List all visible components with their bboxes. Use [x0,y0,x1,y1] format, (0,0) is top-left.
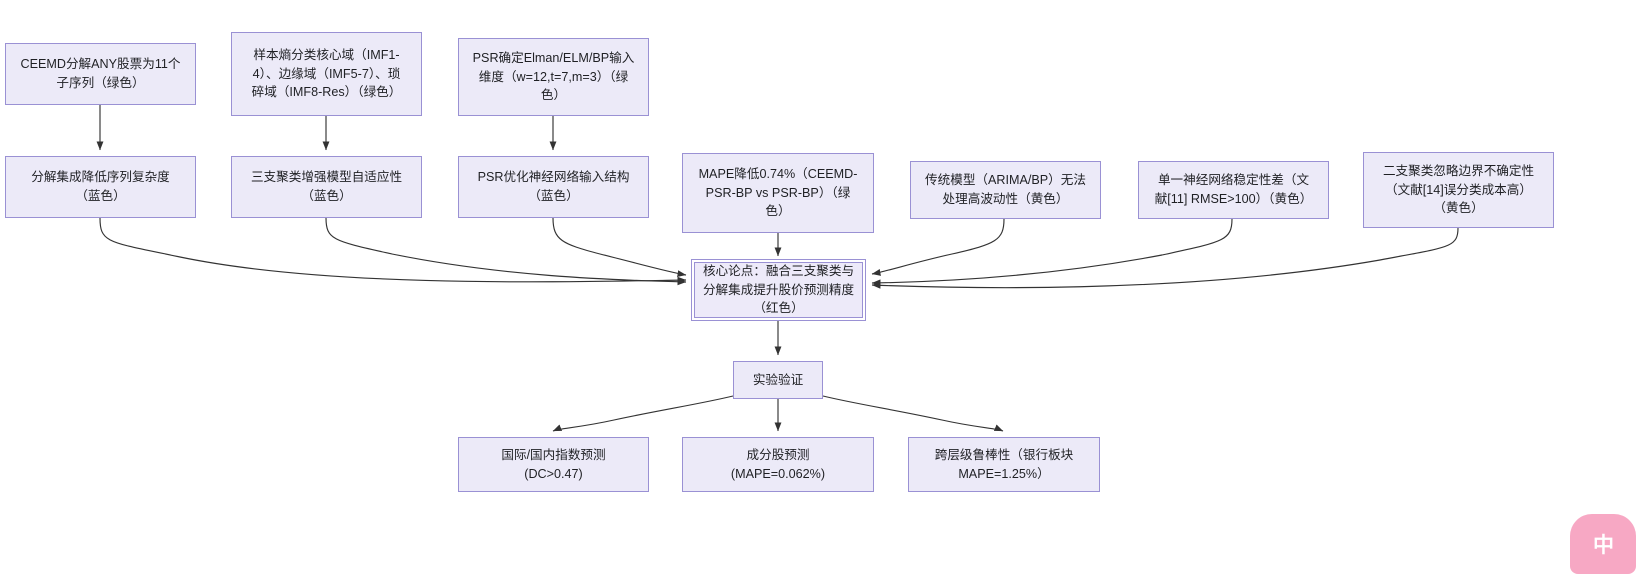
node-core-thesis[interactable]: 核心论点：融合三支聚类与 分解集成提升股价预测精度 （红色） [691,259,866,321]
edge-n6-core [552,217,687,278]
node-result-constituent-stock[interactable]: 成分股预测 (MAPE=0.062%) [682,437,874,492]
node-sample-entropy[interactable]: 样本熵分类核心域（IMF1- 4）、边缘域（IMF5-7）、琐 碎域（IMF8-… [231,32,422,116]
watermark-label: 中 [1593,534,1614,557]
watermark-badge: 中 [1570,514,1636,574]
edge-n5-core [325,217,687,286]
node-reduce-complexity[interactable]: 分解集成降低序列复杂度 （蓝色） [5,156,196,218]
edge-n4-core [99,217,687,284]
node-two-way-clustering-limit[interactable]: 二支聚类忽略边界不确定性 （文献[14]误分类成本高） （黄色） [1363,152,1554,228]
node-ceemd-decompose[interactable]: CEEMD分解ANY股票为11个 子序列（绿色） [5,43,196,105]
node-traditional-model-limit[interactable]: 传统模型（ARIMA/BP）无法 处理高波动性（黄色） [910,161,1101,219]
node-psr-input-dimension[interactable]: PSR确定Elman/ELM/BP输入 维度（w=12,t=7,m=3）（绿 色… [458,38,649,116]
edge-exp-r3 [822,395,1004,432]
node-mape-improvement[interactable]: MAPE降低0.74%（CEEMD- PSR-BP vs PSR-BP）（绿 色… [682,153,874,233]
node-three-way-clustering[interactable]: 三支聚类增强模型自适应性 （蓝色） [231,156,422,218]
edge-exp-r1 [552,395,734,432]
node-experimental-verification[interactable]: 实验验证 [733,361,823,399]
node-psr-optimize-network[interactable]: PSR优化神经网络输入结构 （蓝色） [458,156,649,218]
node-result-cross-level-robustness[interactable]: 跨层级鲁棒性（银行板块 MAPE=1.25%） [908,437,1100,492]
edge-n10-core [871,227,1459,289]
edge-n8-core [871,218,1005,276]
node-result-index-forecast[interactable]: 国际/国内指数预测 (DC>0.47) [458,437,649,492]
node-single-network-instability[interactable]: 单一神经网络稳定性差（文 献[11] RMSE>100）（黄色） [1138,161,1329,219]
edge-n9-core [871,218,1233,287]
